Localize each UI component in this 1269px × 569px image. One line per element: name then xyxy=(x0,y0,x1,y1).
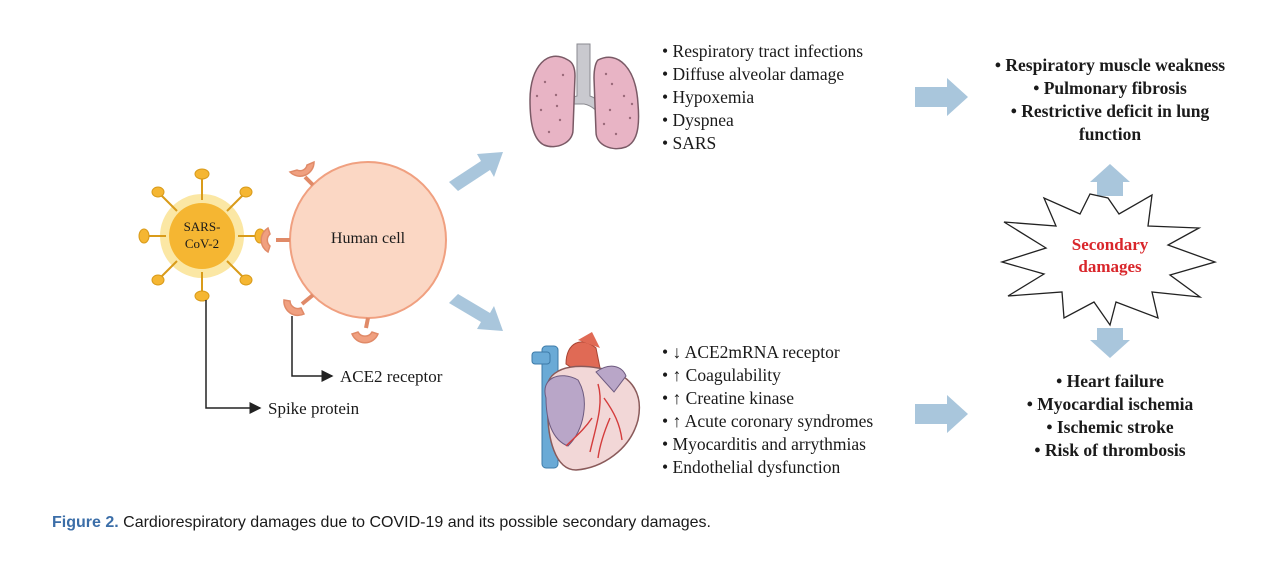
lung-effects-list: Respiratory tract infections Diffuse alv… xyxy=(662,40,864,155)
virus-label-line2: CoV-2 xyxy=(184,236,220,251)
arrow-up xyxy=(1090,164,1130,196)
outcome-item: Pulmonary fibrosis xyxy=(975,77,1245,100)
list-item: Diffuse alveolar damage xyxy=(662,63,863,86)
list-item: ↑ Acute coronary syndromes xyxy=(662,410,874,433)
list-item: Myocarditis and arrythmias xyxy=(662,433,873,456)
arrow-lung-outcome xyxy=(915,78,968,116)
spike-protein-label: Spike protein xyxy=(268,399,360,418)
caption-text: Cardiorespiratory damages due to COVID-1… xyxy=(118,514,711,531)
list-item: ↓ ACE2mRNA receptor xyxy=(662,341,873,364)
virus-label-line1: SARS- xyxy=(183,219,221,234)
human-cell-icon xyxy=(260,160,447,344)
list-item: SARS xyxy=(662,132,863,155)
secondary-line2: damages xyxy=(1078,257,1142,276)
outcome-item: Restrictive deficit in lung function xyxy=(975,100,1245,146)
outcome-item: Respiratory muscle weakness xyxy=(975,54,1245,77)
figure-number: Figure 2. xyxy=(52,514,119,531)
cell-label: Human cell xyxy=(330,230,406,247)
list-item: ↑ Coagulability xyxy=(662,364,873,387)
heart-icon xyxy=(531,332,640,471)
outcome-item: Risk of thrombosis xyxy=(975,439,1245,462)
virus-label: SARS- CoV-2 xyxy=(172,218,232,252)
secondary-damages-label: Secondary damages xyxy=(1050,234,1170,278)
outcome-item: Myocardial ischemia xyxy=(975,393,1245,416)
starburst-icon xyxy=(999,193,1218,327)
virus-icon xyxy=(138,168,266,302)
arrow-down xyxy=(1090,328,1130,358)
secondary-line1: Secondary xyxy=(1071,235,1149,254)
spike-connector xyxy=(205,300,262,414)
list-item: Endothelial dysfunction xyxy=(662,456,873,479)
ace2-receptor-label: ACE2 receptor xyxy=(340,367,443,386)
ace2-receptor-icon xyxy=(260,160,379,344)
arrow-to-lungs xyxy=(449,152,503,191)
arrow-heart-outcome xyxy=(915,395,968,433)
list-item: ↑ Creatine kinase xyxy=(662,387,873,410)
lung-outcomes: Respiratory muscle weakness Pulmonary fi… xyxy=(975,54,1245,146)
heart-effects-list: ↓ ACE2mRNA receptor ↑ Coagulability ↑ Cr… xyxy=(662,341,874,479)
outcome-item: Ischemic stroke xyxy=(975,416,1245,439)
outcome-item: Heart failure xyxy=(975,370,1245,393)
list-item: Respiratory tract infections xyxy=(662,40,864,63)
figure-caption: Figure 2. Cardiorespiratory damages due … xyxy=(52,514,711,532)
list-item: Dyspnea xyxy=(662,109,863,132)
ace2-connector xyxy=(291,316,334,382)
lungs-icon xyxy=(529,43,640,150)
list-item: Hypoxemia xyxy=(662,86,863,109)
heart-outcomes: Heart failure Myocardial ischemia Ischem… xyxy=(975,370,1245,462)
arrow-to-heart xyxy=(449,294,503,331)
